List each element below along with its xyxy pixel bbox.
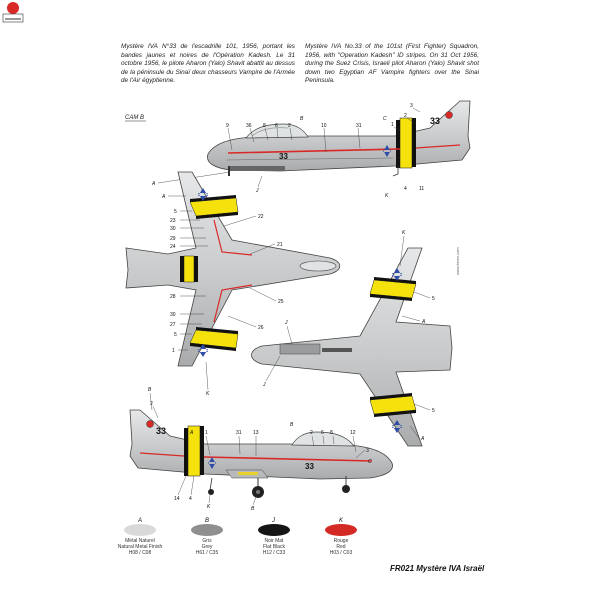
svg-text:2: 2	[310, 430, 313, 436]
svg-text:24: 24	[170, 244, 176, 250]
svg-text:11: 11	[419, 186, 424, 192]
french-description: Mystère IVA N°33 de l'escadrille 101, 19…	[121, 43, 295, 85]
svg-text:27: 27	[170, 322, 176, 328]
svg-text:4: 4	[189, 496, 192, 502]
swatch-flat-black	[258, 524, 290, 536]
upper-plan-view	[125, 171, 341, 367]
tail-number-top: 33	[430, 116, 440, 126]
svg-text:4: 4	[404, 186, 407, 192]
tail-number-bottom: 33	[156, 426, 166, 436]
svg-text:5: 5	[174, 209, 177, 215]
svg-text:A: A	[151, 181, 156, 187]
svg-text:K: K	[402, 230, 406, 236]
svg-text:5: 5	[432, 408, 435, 414]
svg-text:A: A	[421, 319, 426, 325]
swatch-letter-a: A	[137, 518, 142, 524]
svg-text:30: 30	[170, 312, 176, 318]
svg-text:21: 21	[277, 242, 283, 248]
svg-text:6: 6	[275, 123, 278, 129]
svg-text:B: B	[251, 506, 255, 512]
lower-plan-view	[251, 247, 453, 447]
publisher-logo-icon	[2, 2, 24, 23]
svg-text:13: 13	[253, 430, 259, 436]
svg-text:C: C	[368, 459, 372, 465]
svg-text:3: 3	[366, 448, 369, 454]
svg-text:12: 12	[350, 430, 356, 436]
swatch-letter-k: K	[339, 518, 344, 524]
swatch-natural-metal	[124, 524, 156, 536]
camouflage-label: CAM B	[125, 115, 144, 121]
swatch-letter-b: B	[205, 518, 209, 524]
svg-text:30: 30	[170, 226, 176, 232]
svg-text:B: B	[300, 116, 304, 122]
top-side-view: 33 33	[207, 100, 471, 177]
svg-text:K: K	[206, 391, 210, 397]
svg-text:31: 31	[236, 430, 242, 436]
english-description: Mystère IVA No.33 of the 101st (First Fi…	[305, 43, 479, 85]
svg-text:2: 2	[404, 113, 407, 119]
bottom-side-view: 33 33	[129, 409, 393, 498]
svg-text:1: 1	[205, 430, 208, 436]
svg-text:36: 36	[246, 123, 252, 129]
plan-right-callouts: K5A JJ5 A	[262, 230, 435, 442]
svg-text:A: A	[420, 436, 425, 442]
svg-text:B: B	[290, 422, 294, 428]
plan-left-callouts: A 5 23 30 29 24 22 21 28 30 27 5 1 25 26K	[161, 194, 284, 397]
svg-text:8: 8	[330, 430, 333, 436]
sheet-title: FR021 Mystère IVA Israël	[390, 564, 485, 573]
svg-text:J: J	[255, 188, 259, 194]
svg-text:29: 29	[170, 236, 176, 242]
svg-text:26: 26	[258, 325, 264, 331]
svg-text:14: 14	[174, 496, 180, 502]
svg-text:3: 3	[410, 103, 413, 109]
swatch-grey	[191, 524, 223, 536]
svg-text:5: 5	[432, 296, 435, 302]
svg-text:31: 31	[356, 123, 362, 129]
svg-text:8: 8	[263, 123, 266, 129]
svg-text:10: 10	[321, 123, 327, 129]
svg-text:A: A	[189, 430, 194, 436]
svg-text:2: 2	[288, 123, 291, 129]
svg-text:28: 28	[170, 294, 176, 300]
colour-key: A B J K	[124, 518, 357, 536]
svg-text:A: A	[161, 194, 166, 200]
svg-text:C: C	[383, 116, 387, 122]
svg-text:J: J	[262, 382, 266, 388]
svg-text:9: 9	[226, 123, 229, 129]
fuselage-number-bottom: 33	[305, 462, 314, 471]
swatch-red	[325, 524, 357, 536]
svg-text:25: 25	[278, 299, 284, 305]
svg-text:2: 2	[150, 401, 153, 407]
svg-text:22: 22	[258, 214, 264, 220]
svg-text:K: K	[207, 504, 211, 510]
svg-text:J: J	[284, 320, 288, 326]
svg-text:B: B	[148, 387, 152, 393]
svg-text:5: 5	[174, 332, 177, 338]
svg-text:1: 1	[172, 348, 175, 354]
svg-text:6: 6	[321, 430, 324, 436]
svg-text:1: 1	[391, 122, 394, 128]
swatch-letter-j: J	[271, 518, 276, 524]
fuselage-number-top: 33	[279, 152, 288, 161]
svg-text:K: K	[385, 193, 389, 199]
svg-text:23: 23	[170, 218, 176, 224]
